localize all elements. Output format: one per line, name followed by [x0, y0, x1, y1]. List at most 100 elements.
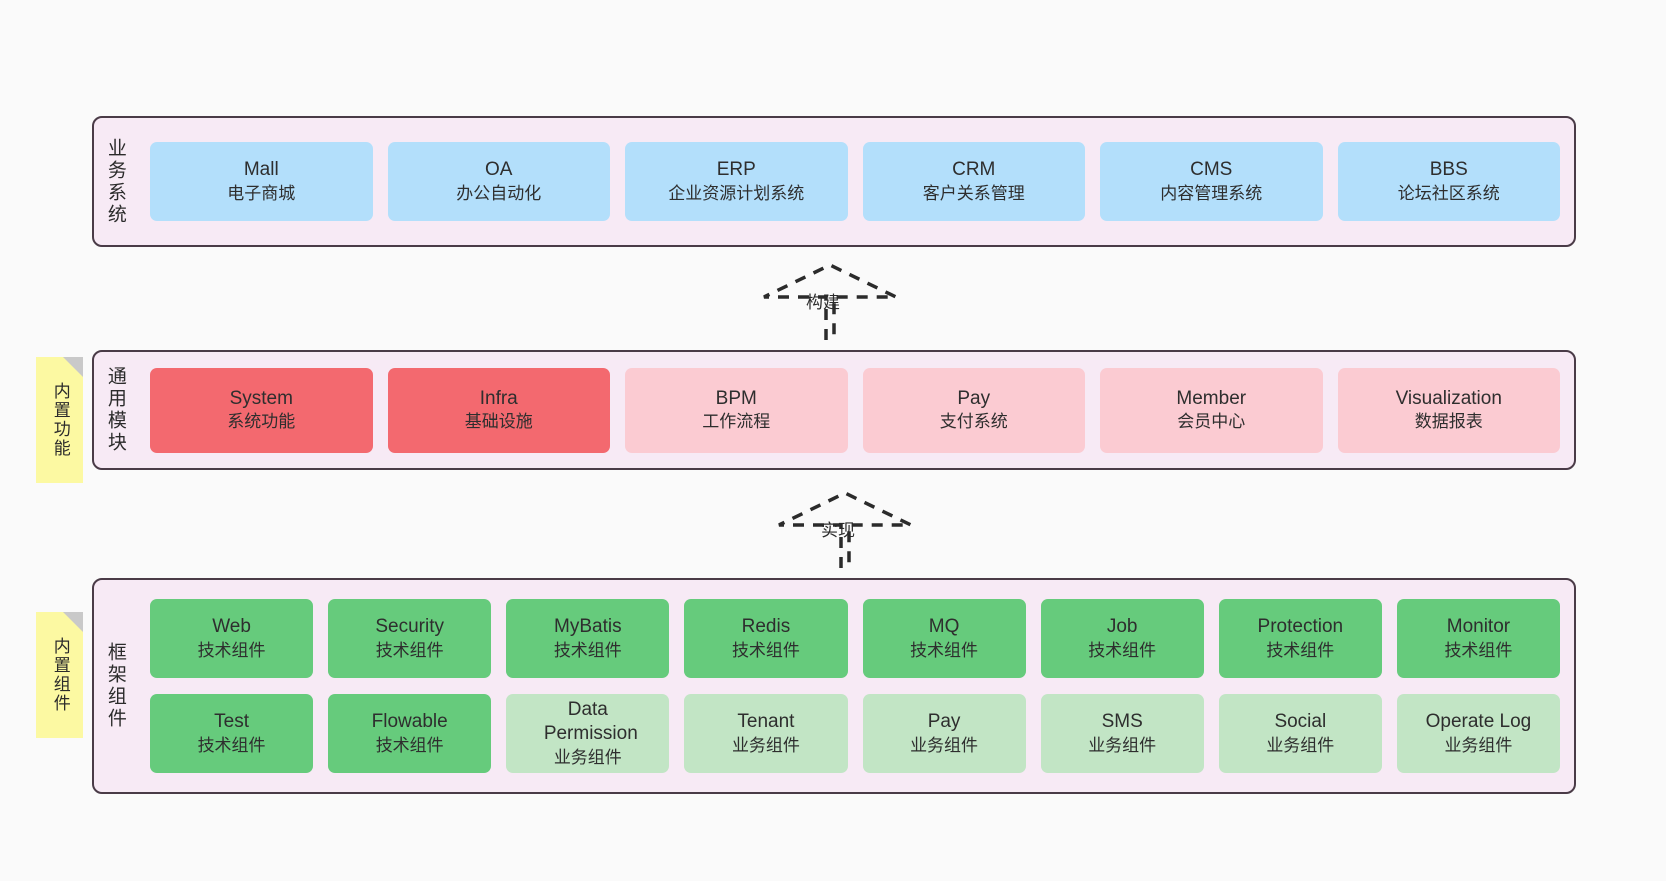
card-title: CMS	[1190, 159, 1233, 181]
card-test[interactable]: Test 技术组件	[150, 694, 314, 773]
card-redis[interactable]: Redis 技术组件	[684, 599, 848, 678]
sticky-note-label: 内置功能	[50, 382, 70, 458]
card-bpm[interactable]: BPM 工作流程	[625, 367, 848, 453]
card-title: BPM	[715, 387, 757, 409]
card-subtitle: 工作流程	[702, 412, 771, 432]
card-subtitle: 业务组件	[553, 748, 622, 768]
connector-implement-label: 实现	[821, 521, 855, 540]
card-operate-log[interactable]: Operate Log 业务组件	[1396, 694, 1560, 773]
sticky-note-builtin-components: 内置组件	[36, 612, 83, 738]
card-subtitle: 业务组件	[1444, 735, 1513, 755]
card-title: ERP	[716, 159, 756, 181]
layer-body-framework-components: Web 技术组件 Security 技术组件 MyBatis 技术组件 Redi…	[136, 580, 1574, 792]
build-arrow-icon	[763, 263, 897, 340]
sticky-fold-corner-icon	[63, 357, 83, 377]
card-subtitle: 业务组件	[1266, 735, 1335, 755]
connector-implement: 实现	[775, 490, 915, 570]
card-title: BBS	[1429, 159, 1468, 181]
card-subtitle: 系统功能	[227, 412, 296, 432]
card-mq[interactable]: MQ 技术组件	[862, 599, 1026, 678]
card-subtitle: 技术组件	[553, 640, 622, 660]
card-flowable[interactable]: Flowable 技术组件	[328, 694, 492, 773]
layer-body-business-systems: Mall 电子商城 OA 办公自动化 ERP 企业资源计划系统 CRM 客户关系…	[136, 118, 1574, 245]
card-title: Member	[1176, 387, 1247, 409]
card-subtitle: 支付系统	[939, 412, 1008, 432]
card-system[interactable]: System 系统功能	[150, 367, 373, 453]
connector-build: 构建	[760, 262, 900, 342]
card-title: Data Permission	[543, 698, 638, 745]
card-subtitle: 技术组件	[731, 640, 800, 660]
card-title: MyBatis	[554, 616, 622, 638]
card-subtitle: 业务组件	[1088, 735, 1157, 755]
card-subtitle: 技术组件	[197, 640, 266, 660]
layer-framework-components: 框架组件 Web 技术组件 Security 技术组件 MyBatis 技术组件…	[92, 578, 1576, 794]
card-title: Visualization	[1395, 387, 1502, 409]
card-title: Social	[1274, 711, 1327, 733]
layer-label-business-systems: 业务系统	[104, 137, 126, 226]
card-pay-component[interactable]: Pay 业务组件	[862, 694, 1026, 773]
card-subtitle: 企业资源计划系统	[668, 183, 805, 203]
layer-business-systems: 业务系统 Mall 电子商城 OA 办公自动化 ERP 企业资源计划系统 CRM…	[92, 116, 1576, 247]
card-title: Mall	[243, 159, 279, 181]
sticky-note-builtin-features: 内置功能	[36, 357, 83, 483]
card-mybatis[interactable]: MyBatis 技术组件	[506, 599, 670, 678]
implement-arrow-icon	[778, 491, 912, 568]
card-subtitle: 技术组件	[1266, 640, 1335, 660]
card-title: Tenant	[737, 711, 795, 733]
card-subtitle: 技术组件	[375, 640, 444, 660]
card-subtitle: 数据报表	[1414, 412, 1483, 432]
card-title: Flowable	[371, 711, 448, 733]
card-mall[interactable]: Mall 电子商城	[150, 142, 373, 221]
card-infra[interactable]: Infra 基础设施	[387, 367, 610, 453]
sticky-note-label: 内置组件	[50, 637, 70, 713]
card-subtitle: 论坛社区系统	[1397, 183, 1500, 203]
card-tenant[interactable]: Tenant 业务组件	[684, 694, 848, 773]
card-pay[interactable]: Pay 支付系统	[862, 367, 1085, 453]
card-subtitle: 技术组件	[910, 640, 979, 660]
card-title: Infra	[479, 387, 518, 409]
card-title: OA	[485, 159, 513, 181]
card-title: Protection	[1257, 616, 1344, 638]
card-bbs[interactable]: BBS 论坛社区系统	[1337, 142, 1560, 221]
card-protection[interactable]: Protection 技术组件	[1218, 599, 1382, 678]
card-title: Monitor	[1446, 616, 1511, 638]
layer-body-common-modules: System 系统功能 Infra 基础设施 BPM 工作流程 Pay 支付系统…	[136, 352, 1574, 468]
card-subtitle: 技术组件	[375, 735, 444, 755]
card-web[interactable]: Web 技术组件	[150, 599, 314, 678]
card-cms[interactable]: CMS 内容管理系统	[1100, 142, 1323, 221]
card-title: Web	[212, 616, 251, 638]
layer-label-common-modules: 通用模块	[104, 366, 126, 454]
card-title: Security	[375, 616, 444, 638]
card-title: Operate Log	[1425, 711, 1532, 733]
card-subtitle: 技术组件	[197, 735, 266, 755]
card-monitor[interactable]: Monitor 技术组件	[1396, 599, 1560, 678]
card-subtitle: 技术组件	[1088, 640, 1157, 660]
card-title: Pay	[927, 711, 961, 733]
card-subtitle: 电子商城	[227, 183, 296, 203]
card-visualization[interactable]: Visualization 数据报表	[1337, 367, 1560, 453]
card-erp[interactable]: ERP 企业资源计划系统	[625, 142, 848, 221]
card-social[interactable]: Social 业务组件	[1218, 694, 1382, 773]
card-sms[interactable]: SMS 业务组件	[1040, 694, 1204, 773]
card-title: MQ	[928, 616, 960, 638]
card-title: Job	[1106, 616, 1138, 638]
card-title: System	[229, 387, 293, 409]
layer-common-modules: 通用模块 System 系统功能 Infra 基础设施 BPM 工作流程 Pay…	[92, 350, 1576, 470]
card-subtitle: 业务组件	[731, 735, 800, 755]
card-subtitle: 业务组件	[910, 735, 979, 755]
component-row-technical: Web 技术组件 Security 技术组件 MyBatis 技术组件 Redi…	[150, 599, 1560, 678]
card-subtitle: 会员中心	[1177, 412, 1246, 432]
card-job[interactable]: Job 技术组件	[1040, 599, 1204, 678]
card-member[interactable]: Member 会员中心	[1100, 367, 1323, 453]
connector-build-label: 构建	[806, 293, 840, 312]
card-subtitle: 办公自动化	[456, 183, 542, 203]
card-crm[interactable]: CRM 客户关系管理	[862, 142, 1085, 221]
card-subtitle: 客户关系管理	[922, 183, 1025, 203]
card-subtitle: 内容管理系统	[1160, 183, 1263, 203]
card-security[interactable]: Security 技术组件	[328, 599, 492, 678]
card-subtitle: 基础设施	[464, 412, 533, 432]
card-oa[interactable]: OA 办公自动化	[387, 142, 610, 221]
card-title: SMS	[1101, 711, 1143, 733]
card-data-permission[interactable]: Data Permission 业务组件	[506, 694, 670, 773]
